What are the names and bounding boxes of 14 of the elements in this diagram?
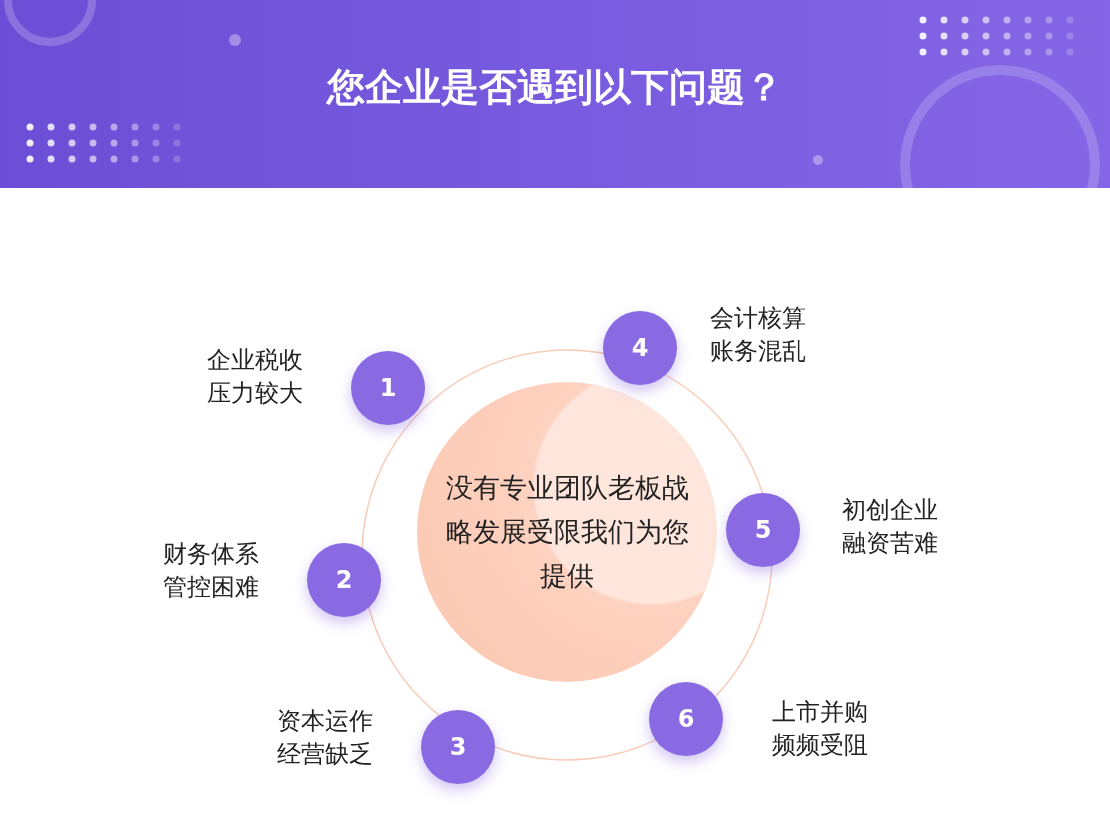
title: 您企业是否遇到以下问题？: [325, 64, 784, 111]
number-circle: 4: [603, 311, 677, 385]
problem-text: 会计核算账务混乱: [710, 303, 807, 367]
problem-text: 初创企业融资苦难: [842, 495, 939, 559]
number-circle: 5: [726, 493, 800, 567]
number-circle: 2: [307, 543, 381, 617]
center-text: 没有专业团队老板战略发展受限我们为您提供: [445, 471, 689, 593]
number-circle: 6: [649, 682, 723, 756]
problem-text: 企业税收压力较大: [207, 345, 304, 409]
number-circle: 1: [351, 351, 425, 425]
problem-text: 资本运作经营缺乏: [277, 706, 374, 770]
problem-text: 财务体系管控困难: [163, 539, 260, 603]
problem-text: 上市并购频频受阻: [772, 697, 869, 761]
number-circle: 3: [421, 710, 495, 784]
